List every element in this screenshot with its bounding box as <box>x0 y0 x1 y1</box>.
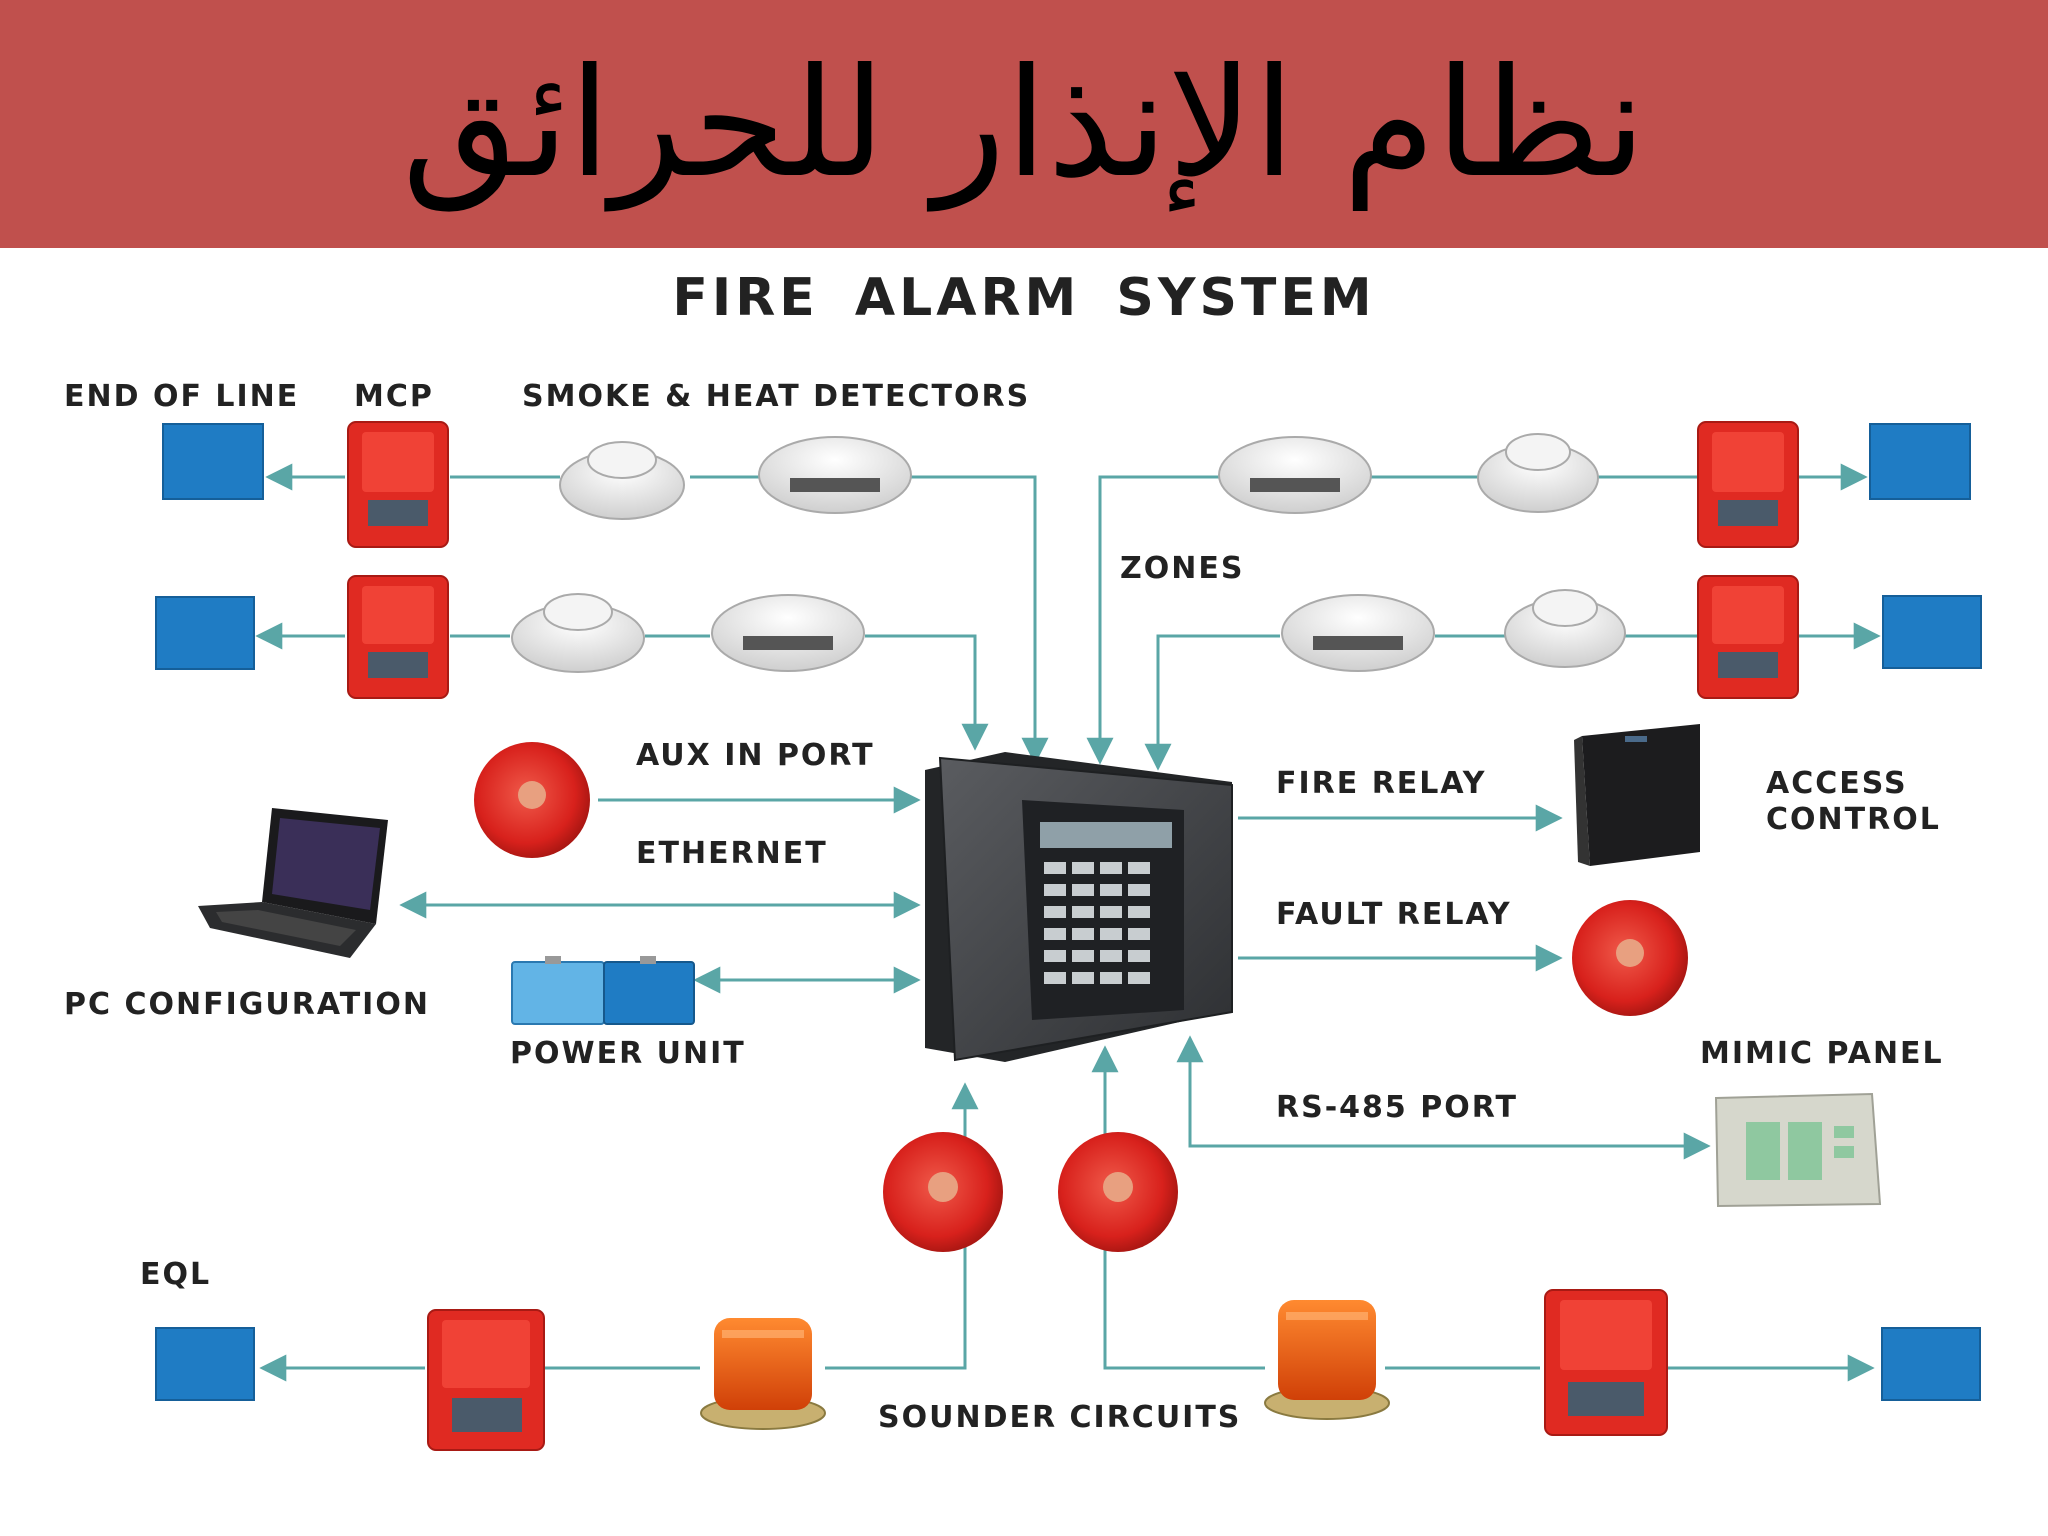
battery-icon <box>511 956 695 1025</box>
end-of-line-box-2 <box>155 596 255 670</box>
label-aux-in-port: AUX IN PORT <box>636 738 875 773</box>
smoke-detector-icon <box>1477 433 1599 513</box>
fire-strobe-icon <box>1544 1289 1668 1436</box>
laptop-icon <box>198 808 388 958</box>
beacon-icon <box>1264 1300 1390 1420</box>
bell-icon <box>883 1132 1003 1252</box>
fire-alarm-control-panel <box>925 752 1233 1062</box>
label-access-control-line1: ACCESS <box>1766 766 1908 801</box>
heat-detector-icon <box>1218 436 1372 514</box>
label-fire-relay: FIRE RELAY <box>1276 766 1487 801</box>
smoke-detector-icon <box>559 441 685 520</box>
title-banner <box>0 0 2048 248</box>
bell-icon <box>1572 900 1688 1016</box>
bells <box>474 742 1688 1252</box>
label-fault-relay: FAULT RELAY <box>1276 897 1512 932</box>
mcp-icon <box>347 421 449 548</box>
connection-lines <box>255 463 1881 1382</box>
mcp-icon <box>347 575 449 699</box>
label-sounder-circuits: SOUNDER CIRCUITS <box>878 1400 1242 1435</box>
end-of-line-box-4 <box>1882 595 1982 669</box>
banner-title: نظام الإنذار للحرائق <box>401 37 1647 211</box>
end-of-line-box-1 <box>162 423 264 500</box>
detectors <box>511 433 1626 673</box>
end-of-line-box-6 <box>1881 1327 1981 1401</box>
mcp-devices <box>347 421 1799 1451</box>
access-control-unit-icon <box>1574 724 1700 866</box>
eol-boxes <box>155 423 1982 1401</box>
label-access-control-line2: CONTROL <box>1766 802 1941 837</box>
label-power-unit: POWER UNIT <box>510 1036 746 1071</box>
label-pc-configuration: PC CONFIGURATION <box>64 987 430 1022</box>
label-rs485-port: RS-485 PORT <box>1276 1090 1518 1125</box>
diagram-title: FIRE ALARM SYSTEM <box>672 268 1376 328</box>
bell-icon <box>1058 1132 1178 1252</box>
heat-detector-icon <box>1281 594 1435 672</box>
mcp-icon <box>1697 421 1799 548</box>
heat-detector-icon <box>711 594 865 672</box>
label-ethernet: ETHERNET <box>636 836 828 871</box>
end-of-line-box-3 <box>1869 423 1971 500</box>
label-mcp: MCP <box>354 379 434 414</box>
smoke-detector-icon <box>511 593 645 673</box>
end-of-line-box-5 <box>155 1327 255 1401</box>
label-smoke-heat-detectors: SMOKE & HEAT DETECTORS <box>522 379 1031 414</box>
fire-strobe-icon <box>427 1309 545 1451</box>
heat-detector-icon <box>758 436 912 514</box>
label-eql: EQL <box>140 1257 212 1292</box>
beacons <box>700 1300 1390 1430</box>
mcp-icon <box>1697 575 1799 699</box>
label-end-of-line: END OF LINE <box>64 379 300 414</box>
smoke-detector-icon <box>1504 589 1626 668</box>
beacon-icon <box>700 1318 826 1430</box>
label-zones: ZONES <box>1120 551 1245 586</box>
label-mimic-panel: MIMIC PANEL <box>1700 1036 1944 1071</box>
mimic-panel-icon <box>1714 1092 1882 1208</box>
bell-icon <box>474 742 590 858</box>
